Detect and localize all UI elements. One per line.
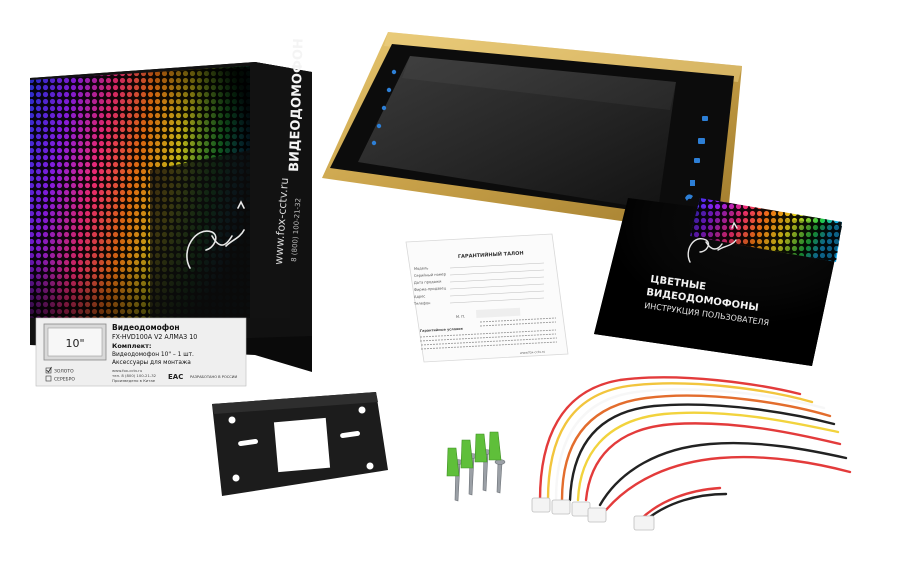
- label-footer-right: РАЗРАБОТАНО В РОССИИ: [190, 375, 237, 379]
- warranty-card: ГАРАНТИЙНЫЙ ТАЛОН Модель Серийный номер …: [405, 233, 569, 363]
- connector-5: [633, 515, 655, 531]
- box-dot-art: [30, 66, 250, 318]
- monitor-left-buttons: [371, 69, 397, 146]
- box-fox-logo: [186, 200, 245, 269]
- green-dowels: [446, 431, 502, 477]
- warranty-title: ГАРАНТИЙНЫЙ ТАЛОН: [458, 249, 524, 260]
- screen-size-text: 10": [65, 337, 84, 350]
- box-website: www.fox-cctv.ru: [272, 177, 291, 265]
- volume-touch-icon: [376, 123, 382, 129]
- phone-touch-icon: [685, 194, 693, 201]
- intercom-touch-icon: [694, 158, 700, 163]
- eac-mark: EAC: [168, 373, 183, 381]
- connector-1: [531, 497, 551, 513]
- wire-connectors: [531, 497, 655, 531]
- label-line-2: FX-HVD100A V2 АЛМАЗ 10: [112, 333, 197, 341]
- bracket-center-cutout: [273, 417, 331, 473]
- connector-2: [551, 499, 571, 515]
- monitor-touch-icon: [381, 105, 387, 111]
- mute-touch-icon: [371, 140, 377, 146]
- label-footer-1: www.fox-cctv.ru: [112, 368, 143, 373]
- warranty-field-4: Фирма-продавец: [414, 286, 447, 292]
- unlock-touch-icon: [690, 180, 695, 186]
- connector-3: [571, 501, 591, 517]
- connector-4: [587, 507, 607, 523]
- warranty-website: www.fox-cctv.ru: [520, 350, 545, 355]
- monitor-right-buttons: [685, 116, 708, 201]
- warranty-field-1: Модель: [414, 266, 429, 271]
- label-line-1: Видеодомофон: [112, 323, 180, 332]
- video-touch-icon: [698, 138, 705, 144]
- warranty-notes-title: Гарантийные условия: [420, 327, 463, 333]
- settings-touch-icon: [702, 116, 708, 121]
- warranty-field-3: Дата продажи: [414, 280, 442, 285]
- camera-touch-icon: [386, 87, 392, 93]
- box-label: 10" Видеодомофон FX-HVD100A V2 АЛМАЗ 10 …: [35, 317, 247, 387]
- connection-wires: [538, 376, 852, 522]
- warranty-field-2: Серийный номер: [414, 272, 447, 278]
- color-option-gold: ЗОЛОТО: [54, 369, 74, 375]
- label-line-3: Комплект:: [112, 342, 152, 350]
- intercom-monitor: [322, 32, 742, 236]
- dowels-and-screws: [446, 431, 506, 502]
- warranty-field-5: Адрес: [414, 294, 426, 299]
- label-line-4: Видеодомофон 10" – 1 шт.: [112, 350, 194, 358]
- box-side-title: ВИДЕОДОМОФОН: [287, 38, 307, 172]
- mounting-bracket: [212, 392, 388, 496]
- warranty-field-6: Телефон: [413, 301, 431, 306]
- menu-touch-icon: [391, 69, 397, 75]
- user-manual: ЦВЕТНЫЕ ВИДЕОДОМОФОНЫ ИНСТРУКЦИЯ ПОЛЬЗОВ…: [594, 198, 842, 366]
- warranty-fields: Модель Серийный номер Дата продажи Фирма…: [413, 262, 545, 306]
- warranty-stamp: М. П.: [456, 315, 465, 319]
- color-option-silver: СЕРЕБРО: [54, 377, 75, 383]
- label-footer-3: Произведено в Китае: [112, 378, 156, 383]
- manual-fox-logo: [687, 221, 738, 263]
- label-footer-2: тел. 8 (800) 100-21-32: [112, 373, 157, 378]
- label-line-5: Аксессуары для монтажа: [112, 358, 191, 366]
- monitor-screen: [358, 56, 676, 210]
- intercom-box: www.fox-cctv.ru 8 (800) 100-21-32 ВИДЕОД…: [30, 38, 312, 387]
